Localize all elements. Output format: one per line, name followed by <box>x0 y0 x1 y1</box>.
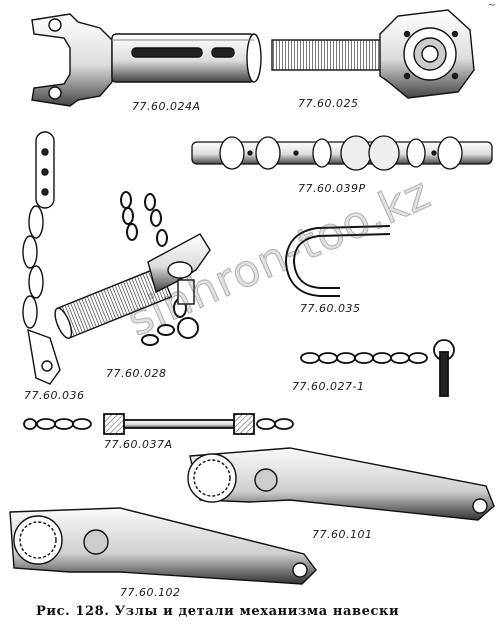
part-yoke-tube <box>31 13 262 107</box>
part-chain-pin <box>300 339 455 397</box>
figure-caption: Рис. 128. Узлы и детали механизма навеск… <box>36 604 400 619</box>
part-label-77-60-024a: 77.60.024А <box>132 100 201 113</box>
part-label-77-60-101: 77.60.101 <box>312 528 373 541</box>
part-lever-arm-101 <box>187 447 495 521</box>
part-label-77-60-028: 77.60.028 <box>106 367 167 380</box>
part-threaded-fork-chain <box>54 191 211 346</box>
part-u-bolt <box>284 225 391 297</box>
part-label-77-60-036: 77.60.036 <box>24 389 85 402</box>
part-shaft-collars <box>191 135 493 171</box>
part-label-77-60-037a: 77.60.037А <box>104 438 173 451</box>
part-label-77-60-035: 77.60.035 <box>300 302 361 315</box>
part-lever-arm-102 <box>9 507 317 585</box>
part-vertical-chain <box>22 131 61 385</box>
part-label-77-60-025: 77.60.025 <box>298 97 359 110</box>
part-threaded-balljoint <box>271 9 475 99</box>
part-label-77-60-027-1: 77.60.027-1 <box>292 380 365 393</box>
part-label-77-60-102: 77.60.102 <box>120 586 181 599</box>
part-turnbuckle-chain <box>23 413 294 435</box>
corner-mark: ~ <box>487 0 496 11</box>
part-label-77-60-039p: 77.60.039Р <box>298 182 366 195</box>
